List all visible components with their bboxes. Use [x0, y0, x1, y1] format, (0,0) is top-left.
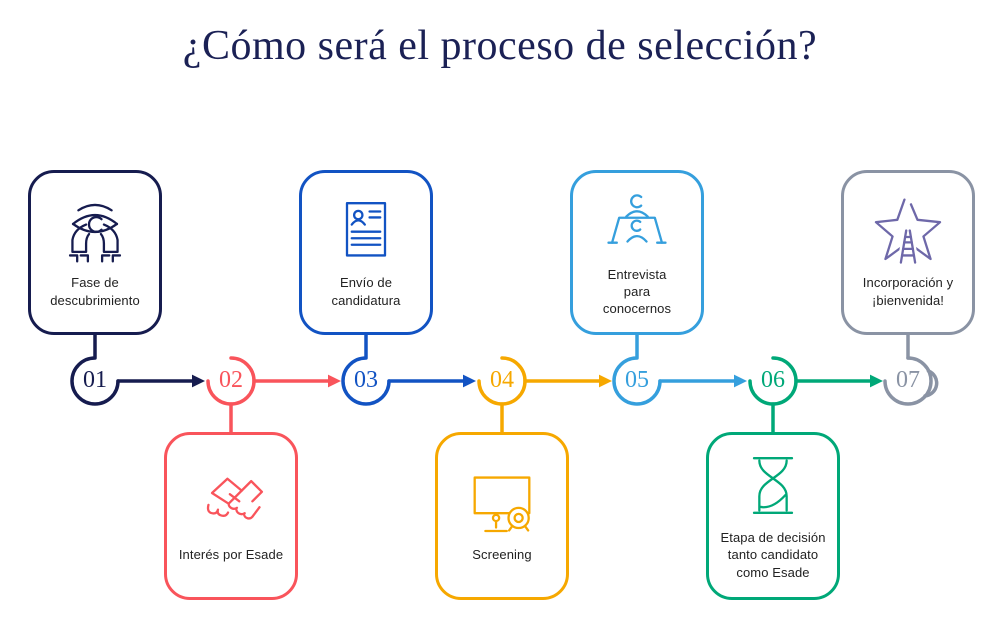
step-label: Incorporación y ¡bienvenida! — [862, 275, 954, 308]
step-label: Entrevista para conocernos — [602, 266, 672, 317]
timeline-node — [341, 333, 476, 406]
step-label: Interés por Esade — [178, 547, 284, 563]
arrowhead-icon — [734, 374, 747, 388]
arrowhead-icon — [463, 374, 476, 388]
step-label: Screening — [472, 547, 532, 563]
arrowhead-icon — [192, 374, 205, 388]
step-card: Envío de candidatura — [299, 170, 433, 335]
timeline-node — [206, 356, 341, 434]
step-number: 06 — [761, 367, 785, 393]
step-7: Incorporación y ¡bienvenida! 07 — [828, 0, 988, 635]
step-2: Interés por Esade 02 — [151, 0, 341, 635]
timeline-node — [883, 333, 939, 406]
star-ladder-icon — [870, 196, 946, 265]
hourglass-icon — [735, 451, 811, 520]
step-5: Entrevista para conocernos 05 — [557, 0, 747, 635]
arrowhead-icon — [599, 374, 612, 388]
page-title: ¿Cómo será el proceso de selección? — [182, 23, 818, 69]
step-3: Envío de candidatura 03 — [286, 0, 476, 635]
cv-document-icon — [328, 196, 404, 265]
step-card: Interés por Esade — [164, 432, 298, 600]
handshake-icon — [193, 468, 269, 537]
step-1: Fase de descubrimiento 01 — [15, 0, 205, 635]
interview-table-icon — [599, 188, 675, 257]
timeline-node — [70, 333, 205, 406]
step-number: 07 — [896, 367, 920, 393]
step-card: Entrevista para conocernos — [570, 170, 704, 335]
step-card: Fase de descubrimiento — [28, 170, 162, 335]
node-tail-curl — [923, 369, 939, 398]
step-label: Etapa de decisión tanto candidato como E… — [720, 530, 826, 580]
discovery-hands-eye-icon — [57, 196, 133, 265]
step-number: 05 — [625, 367, 649, 393]
step-6: Etapa de decisión tanto candidato como E… — [693, 0, 883, 635]
step-number: 04 — [490, 367, 514, 393]
step-label: Fase de descubrimiento — [50, 275, 140, 308]
timeline-node — [477, 356, 612, 434]
step-card: Screening — [435, 432, 569, 600]
step-4: Screening 04 — [422, 0, 612, 635]
arrowhead-icon — [328, 374, 341, 388]
step-number: 01 — [83, 367, 107, 393]
step-label: Envío de candidatura — [331, 275, 401, 308]
step-number: 03 — [354, 367, 378, 393]
step-card: Incorporación y ¡bienvenida! — [841, 170, 975, 335]
timeline-node — [612, 333, 747, 406]
screening-monitor-webcam-icon — [464, 468, 540, 537]
step-number: 02 — [219, 367, 243, 393]
step-card: Etapa de decisión tanto candidato como E… — [706, 432, 840, 600]
timeline-node — [748, 356, 883, 434]
arrowhead-icon — [870, 374, 883, 388]
